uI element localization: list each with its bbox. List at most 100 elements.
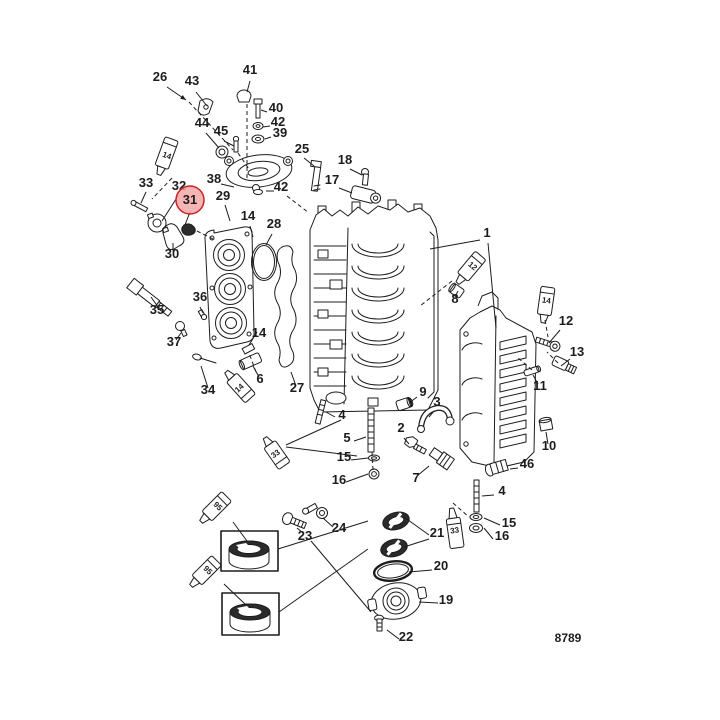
part-label-37: 37 — [167, 334, 181, 349]
part-label-29: 29 — [216, 188, 230, 203]
highlight-circle — [176, 186, 204, 214]
leader-line — [409, 570, 432, 572]
part-label-42: 42 — [274, 179, 288, 194]
part-label-34: 34 — [201, 382, 216, 397]
leader-line — [417, 466, 429, 476]
part-label-6: 6 — [256, 371, 263, 386]
leader-line — [311, 541, 371, 612]
leader-line — [546, 432, 548, 444]
leader-arrowhead — [180, 94, 186, 100]
bolt-sensor-art — [311, 160, 383, 205]
leader-line — [419, 602, 438, 603]
leader-line — [545, 320, 548, 337]
leader-line — [517, 357, 532, 370]
leader-line — [484, 528, 493, 539]
leader-line — [221, 184, 234, 187]
part-label-31: 31 — [183, 192, 197, 207]
adapter-plate-art — [224, 151, 293, 194]
leader-line — [404, 517, 429, 535]
part-label-19: 19 — [439, 592, 453, 607]
leader-line — [430, 240, 480, 249]
leader-line — [387, 630, 399, 639]
part-label-12: 12 — [559, 313, 573, 328]
leader-line — [304, 158, 314, 166]
leader-line — [238, 153, 249, 169]
tube-14-top — [152, 137, 178, 177]
leader-line — [484, 518, 500, 525]
leader-line — [249, 353, 256, 372]
tube-print-14: 14 — [161, 150, 173, 162]
part-label-13: 13 — [570, 344, 584, 359]
leader-line — [455, 291, 458, 297]
tube-print-33: 33 — [450, 525, 461, 535]
bearing-ring-1 — [229, 541, 269, 569]
leader-line — [547, 352, 558, 363]
housing-19 — [365, 578, 429, 624]
right-block-art — [460, 292, 536, 468]
leader-line — [196, 92, 207, 106]
part-label-35: 35 — [150, 302, 164, 317]
gaskets-art — [252, 244, 297, 368]
part-label-7: 7 — [412, 470, 419, 485]
leader-line — [372, 452, 373, 470]
leader-line — [261, 110, 267, 112]
leader-line — [141, 192, 146, 203]
part-label-40: 40 — [269, 100, 283, 115]
part-label-3: 3 — [433, 394, 440, 409]
block-ribs — [314, 246, 346, 386]
part-label-17: 17 — [325, 172, 339, 187]
leader-line — [176, 333, 181, 340]
part-label-10: 10 — [542, 438, 556, 453]
part-label-46: 46 — [520, 456, 534, 471]
leader-line — [404, 539, 429, 547]
leader-line — [266, 234, 272, 245]
tube-33-mid — [259, 434, 290, 470]
bearing-ring-2 — [230, 604, 270, 632]
part-label-39: 39 — [273, 125, 287, 140]
part-label-26: 26 — [153, 69, 167, 84]
part-label-24: 24 — [332, 520, 347, 535]
part-label-1: 1 — [483, 225, 490, 240]
tube-95-upper — [196, 491, 231, 526]
leader-line — [533, 375, 538, 384]
leader-lines — [141, 81, 570, 639]
leader-line — [291, 372, 296, 386]
part-label-8: 8 — [451, 291, 458, 306]
part-label-22: 22 — [399, 629, 413, 644]
leader-line — [339, 188, 352, 193]
leader-line — [549, 330, 560, 343]
leader-line — [354, 437, 366, 441]
leader-line — [286, 420, 341, 445]
leader-line — [482, 495, 494, 496]
leader-line — [278, 521, 368, 549]
part-label-4: 4 — [498, 483, 506, 498]
lube-tubes-art — [152, 137, 555, 591]
leader-line — [249, 332, 257, 345]
bottom-left-art — [221, 503, 328, 635]
leader-line — [152, 178, 172, 199]
tube-14-mid — [221, 367, 255, 403]
part-label-41: 41 — [243, 62, 257, 77]
right-hardware-art — [448, 282, 578, 532]
part-label-16: 16 — [332, 472, 346, 487]
part-label-44: 44 — [195, 115, 210, 130]
leader-line — [224, 584, 246, 605]
part-label-5: 5 — [343, 430, 350, 445]
part-label-28: 28 — [267, 216, 281, 231]
part-label-20: 20 — [434, 558, 448, 573]
leader-line — [351, 458, 368, 460]
tube-14-right — [536, 286, 555, 324]
leader-line — [409, 397, 417, 403]
leader-line — [488, 243, 496, 328]
part-label-11: 11 — [533, 378, 547, 393]
leader-line — [429, 411, 434, 417]
leader-line — [286, 447, 357, 456]
part-label-30: 30 — [165, 246, 179, 261]
leader-line — [561, 359, 570, 366]
leader-line — [287, 196, 309, 213]
leader-line — [510, 468, 518, 469]
crank-saddles — [352, 244, 404, 389]
part-label-23: 23 — [298, 528, 312, 543]
leader-line — [233, 522, 247, 541]
